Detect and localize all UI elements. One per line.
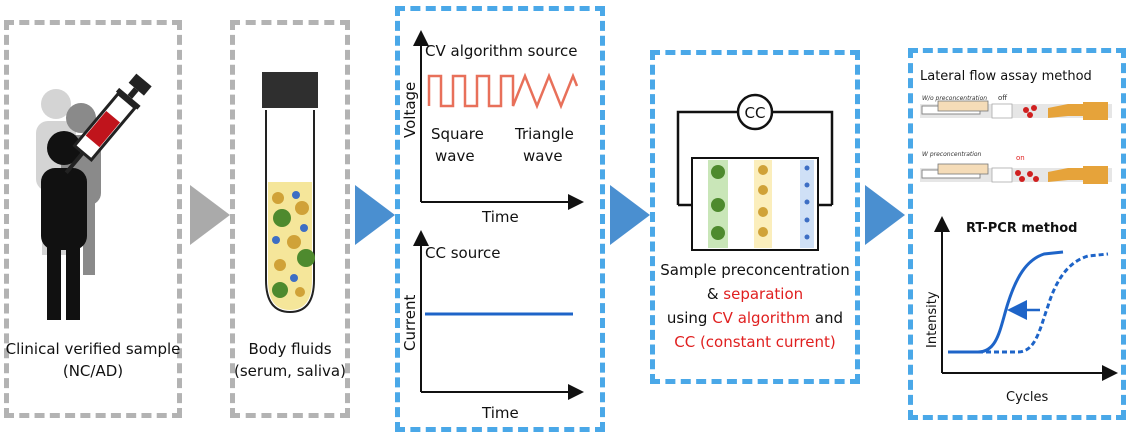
yellow-band [754,160,772,248]
separation-line2: & separation [706,285,804,303]
body-fluids-caption: Body fluids (serum, saliva) [230,338,350,382]
on-label: on [1016,154,1025,162]
arrow-4 [865,185,905,245]
separation-line3: using CV algorithm and [666,309,844,327]
cv-algorithm-word: CV algorithm [712,309,811,327]
w-preconcentration-label: W preconcentration [922,151,982,158]
arrow-1 [190,185,230,245]
current-label: Current [401,295,419,351]
square-label-2: wave [435,147,475,165]
separation-panel [650,50,860,384]
clinical-sample-caption-line2: (NC/AD) [62,362,124,380]
arrow-2 [355,185,395,245]
off-label: off [998,94,1007,102]
people-and-syringe-illustration [36,73,152,320]
separation-word: separation [723,285,804,303]
separation-circuit: CC [676,93,834,251]
syringe-icon [64,73,152,174]
person-icon-front [41,131,87,320]
arrow-3 [610,185,650,245]
body-fluids-panel [230,20,350,418]
time-label-2: Time [481,404,519,422]
body-fluids-caption-line1: Body fluids [248,340,332,358]
pcr-dashed-curve [978,252,1109,354]
source-panel [395,6,605,432]
lfa-strip-1 [920,100,1112,120]
separation-caption: Sample preconcentration & separation usi… [650,258,860,354]
cv-waveform [427,72,579,110]
lfa-title: Lateral flow assay method [920,69,1092,84]
clinical-sample-panel [4,20,182,418]
test-tube-illustration [262,72,318,314]
wo-preconcentration-label: W/o preconcentration [922,95,987,102]
voltage-label: Voltage [401,82,419,138]
cc-symbol-label: CC [745,104,766,122]
pcr-title: RT-PCR method [966,221,1077,236]
body-fluids-caption-line2: (serum, saliva) [234,362,346,380]
square-label-1: Square [431,125,484,143]
triangle-label-1: Triangle [514,125,574,143]
detection-graphics: Lateral flow assay method W/o preconcent… [920,69,1118,405]
clinical-sample-caption: Clinical verified sample (NC/AD) [4,338,182,382]
separation-line1: Sample preconcentration [660,261,850,279]
particles [272,191,315,298]
separation-line4: CC (constant current) [674,333,836,351]
time-label-1: Time [481,208,519,226]
lfa-strip-2 [920,163,1112,184]
source-graphs: CV algorithm source Voltage Square wave … [401,30,584,422]
detection-panel [908,48,1126,420]
tube-cap [262,72,318,108]
clinical-sample-caption-line1: Clinical verified sample [5,340,181,358]
cycles-label: Cycles [1006,390,1049,405]
cc-symbol [736,93,774,131]
cc-title: CC source [425,244,501,262]
triangle-label-2: wave [523,147,563,165]
pcr-solid-curve [948,250,1064,354]
cv-title: CV algorithm source [425,42,577,60]
intensity-label: Intensity [925,291,940,348]
